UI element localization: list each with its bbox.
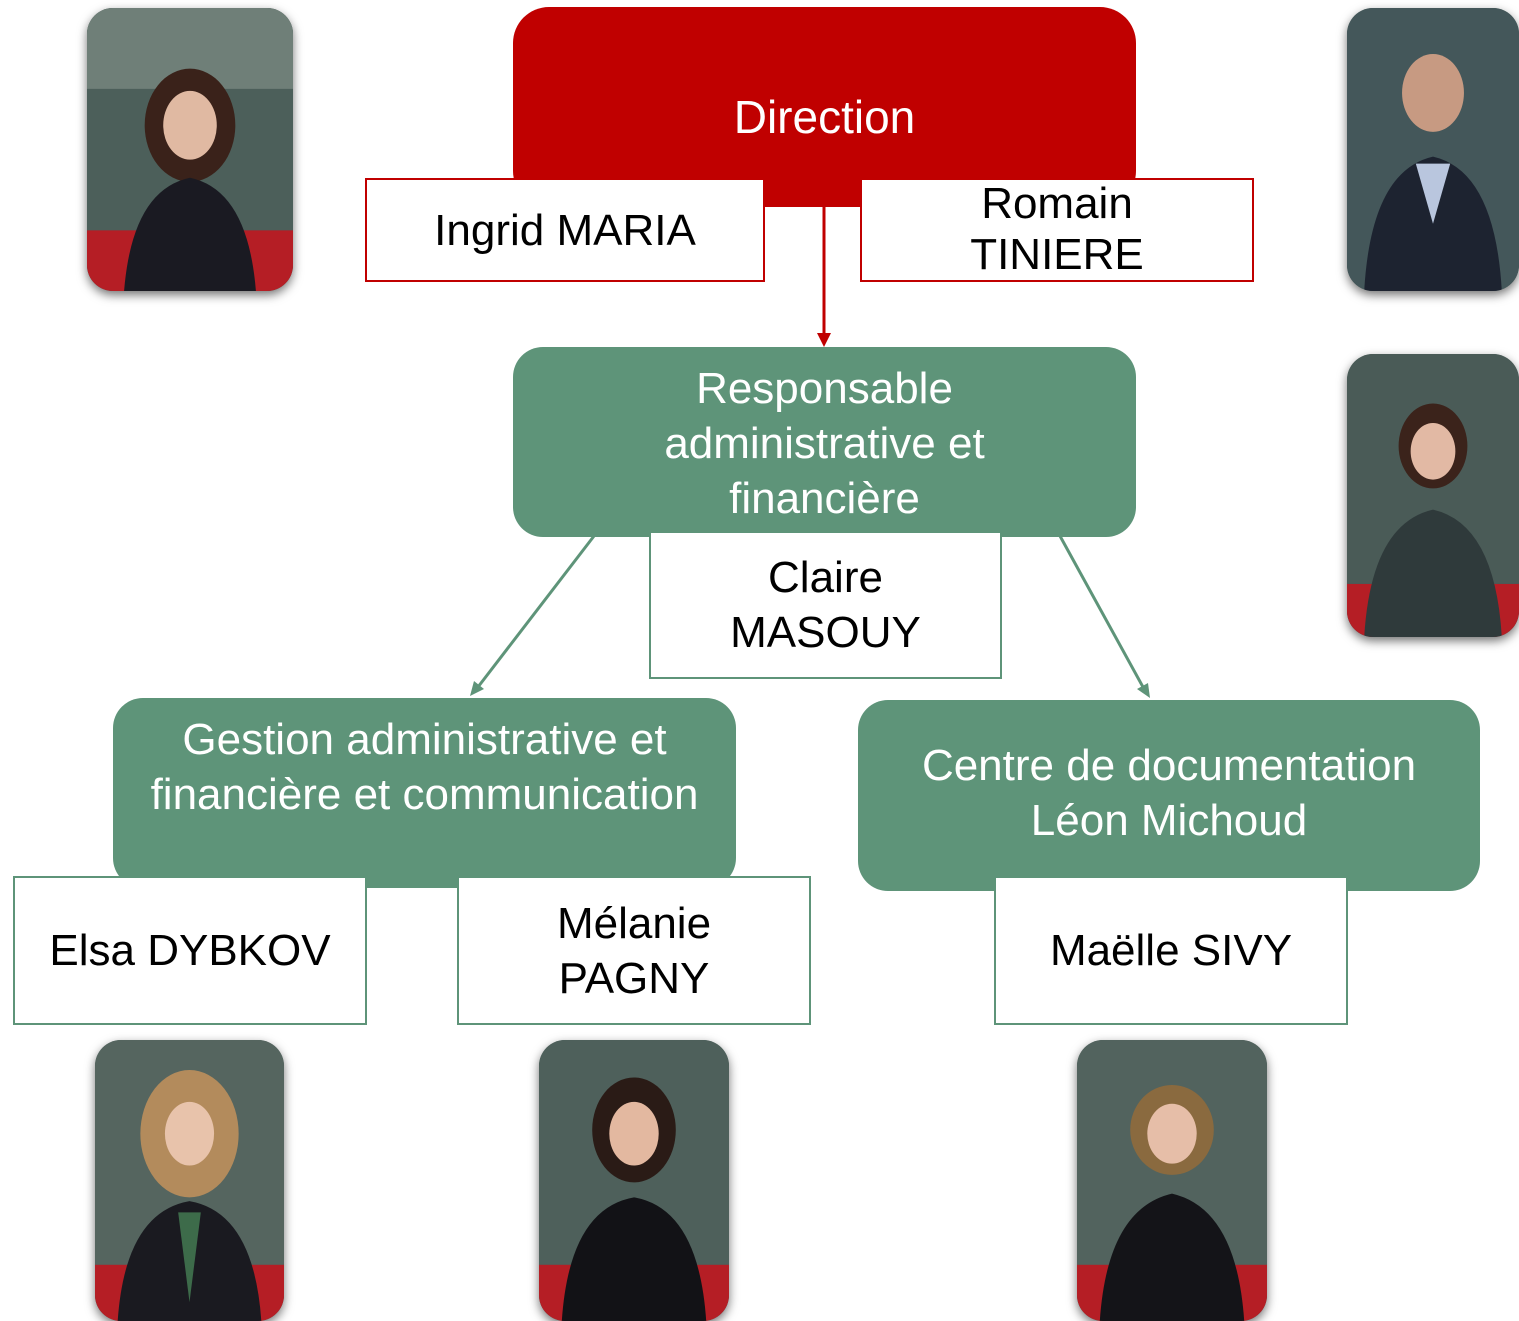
raf-unit-box: Responsable administrative et financière: [513, 347, 1136, 537]
arrowhead-raf-to-centre: [1137, 683, 1150, 698]
photo-maelle-sivy: [1077, 1040, 1267, 1321]
person-card-romain-tiniere: Romain TINIERE: [860, 178, 1254, 282]
raf-title: Responsable administrative et financière: [664, 364, 985, 523]
direction-title: Direction: [733, 91, 916, 143]
person-name: Claire MASOUY: [730, 553, 921, 657]
photo-melanie-pagny: [539, 1040, 729, 1321]
person-card-maelle-sivy: Maëlle SIVY: [994, 876, 1348, 1025]
person-name: Elsa DYBKOV: [49, 926, 331, 975]
centre-title: Centre de documentation Léon Michoud: [921, 741, 1417, 845]
arrowhead-direction-to-raf: [817, 333, 831, 347]
arrow-raf-to-centre: [1058, 535, 1145, 688]
direction-box: Direction: [513, 7, 1136, 207]
centre-unit-box: Centre de documentation Léon Michoud: [858, 700, 1480, 891]
person-name: Maëlle SIVY: [1049, 926, 1293, 975]
photo-elsa-dybkov: [95, 1040, 284, 1321]
arrowhead-raf-to-gestion: [470, 681, 484, 696]
photo-romain-tiniere: [1347, 8, 1519, 291]
photo-claire-masouy: [1347, 354, 1519, 637]
person-card-ingrid-maria: Ingrid MARIA: [365, 178, 765, 282]
person-name: Mélanie PAGNY: [556, 898, 712, 1003]
gestion-unit-box: Gestion administrative et financière et …: [113, 698, 736, 888]
gestion-title: Gestion administrative et financière et …: [150, 715, 699, 819]
person-card-melanie-pagny: Mélanie PAGNY: [457, 876, 811, 1025]
person-name: Ingrid MARIA: [434, 205, 696, 255]
person-name: Romain TINIERE: [970, 179, 1144, 279]
person-card-elsa-dybkov: Elsa DYBKOV: [13, 876, 367, 1025]
person-card-claire-masouy: Claire MASOUY: [649, 531, 1002, 679]
arrow-raf-to-gestion: [476, 535, 596, 688]
photo-ingrid-maria: [87, 8, 293, 291]
